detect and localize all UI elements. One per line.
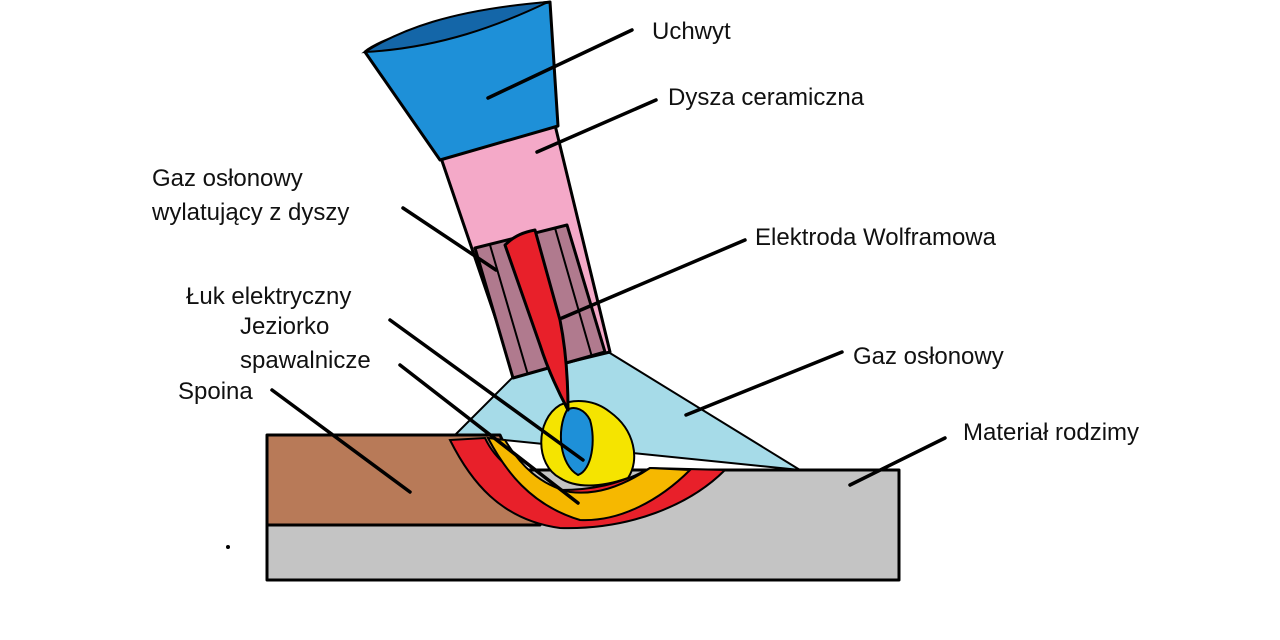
leader-luk: [388, 318, 585, 462]
leader-material: [848, 436, 947, 487]
leader-jeziorko: [398, 363, 580, 505]
label-gaz: Gaz osłonowy: [853, 343, 1004, 370]
label-gaz-wylot-line2: wylatujący z dyszy: [151, 199, 349, 226]
leader-uchwyt: [486, 28, 634, 100]
weld-bead: [486, 436, 693, 522]
stray-dot: [226, 545, 230, 549]
label-spoina: Spoina: [178, 378, 253, 405]
label-uchwyt: Uchwyt: [652, 18, 731, 45]
leader-gaz-wylot: [401, 206, 498, 272]
leader-dysza: [535, 98, 658, 154]
leader-spoina: [270, 388, 412, 494]
label-luk: Łuk elektryczny: [186, 283, 351, 310]
tungsten-electrode: [503, 228, 570, 412]
leader-gaz: [684, 350, 844, 417]
leader-elektroda: [560, 238, 747, 320]
label-jeziorko-line1: Jeziorko: [240, 313, 329, 340]
torch-handle-top: [361, 1, 549, 54]
label-elektroda: Elektroda Wolframowa: [755, 224, 997, 251]
label-jeziorko-line2: spawalnicze: [240, 347, 371, 374]
label-dysza: Dysza ceramiczna: [668, 84, 865, 111]
label-material: Materiał rodzimy: [963, 419, 1139, 446]
label-gaz-wylot-line1: Gaz osłonowy: [152, 165, 303, 192]
